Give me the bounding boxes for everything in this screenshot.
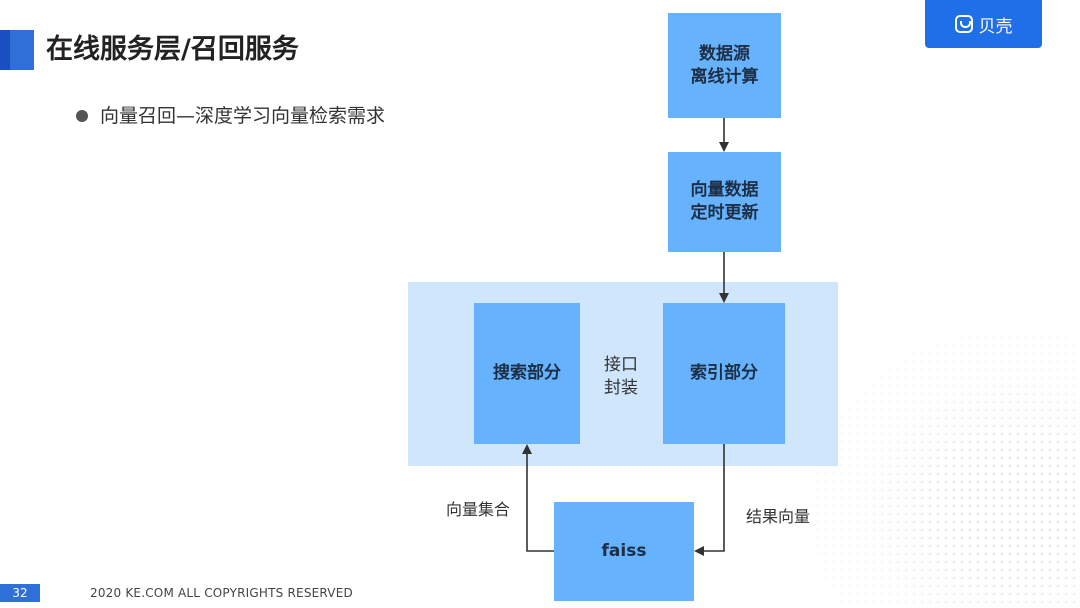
faiss-label: faiss — [601, 541, 647, 561]
search-part-box: 搜索部分 — [474, 303, 580, 444]
result-vector-label: 结果向量 — [746, 507, 811, 526]
offline-compute-box: 数据源 离线计算 — [668, 13, 781, 118]
vector-update-box: 向量数据 定时更新 — [668, 152, 781, 252]
vector-update-line1: 向量数据 — [690, 180, 759, 200]
page-number: 32 — [0, 584, 40, 602]
faiss-box: faiss — [554, 502, 694, 601]
logo-text: 贝壳 — [978, 16, 1013, 37]
brand-logo: 贝壳 — [925, 0, 1042, 48]
arrow-index-to-faiss — [694, 444, 725, 556]
search-part-label: 搜索部分 — [493, 363, 561, 383]
index-part-box: 索引部分 — [663, 303, 785, 444]
vector-update-line2: 定时更新 — [690, 203, 759, 223]
offline-compute-line2: 离线计算 — [690, 66, 759, 87]
beike-logo-icon — [954, 15, 973, 33]
interface-label: 接口 封装 — [604, 354, 638, 400]
page-title: 在线服务层/召回服务 — [46, 34, 299, 65]
index-part-label: 索引部分 — [690, 363, 758, 383]
bullet-icon — [76, 110, 88, 122]
arrow-faiss-to-search — [522, 444, 554, 552]
interface-line2: 封装 — [604, 378, 638, 398]
offline-compute-line1: 数据源 — [699, 43, 750, 64]
vector-set-label: 向量集合 — [446, 500, 511, 519]
interface-line1: 接口 — [604, 355, 638, 375]
copyright-text: 2020 KE.COM ALL COPYRIGHTS RESERVED — [90, 586, 353, 600]
bullet-text: 向量召回—深度学习向量检索需求 — [100, 105, 386, 127]
title-accent-bar-dark — [0, 30, 10, 70]
